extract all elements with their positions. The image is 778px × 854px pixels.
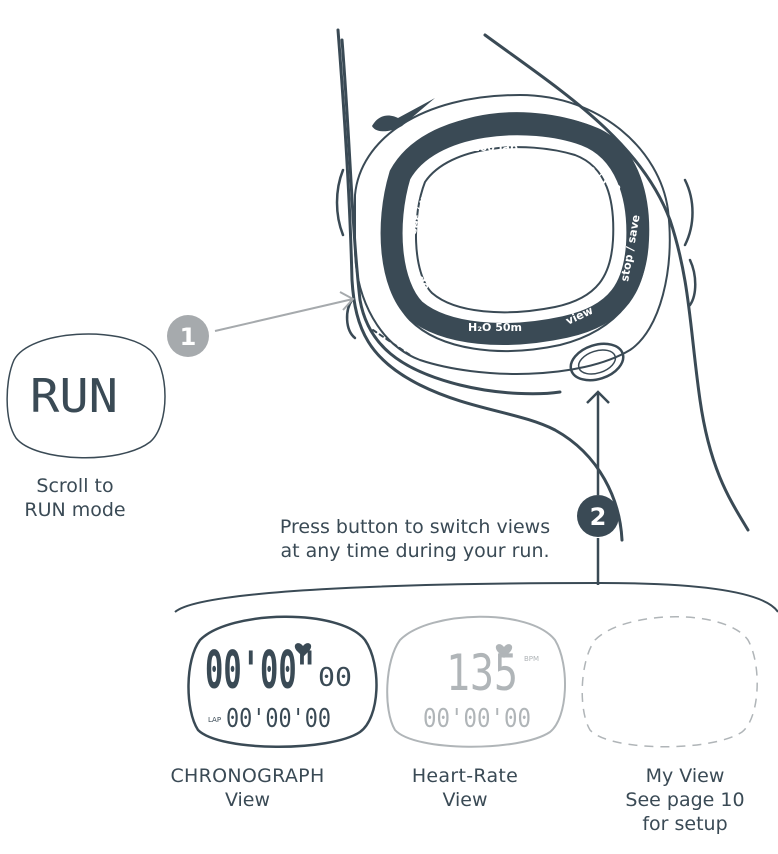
bezel-ring <box>380 113 649 345</box>
bezel-label-lap: 100 lap <box>472 141 518 154</box>
run-display: RUN <box>6 333 166 459</box>
chronograph-caption-title: CHRONOGRAPH <box>170 765 325 787</box>
chronograph-display: 00'00" 00 LAP 00'00'00 <box>187 615 378 748</box>
view-button <box>569 342 625 382</box>
instruction-text: Press button to switch views at any time… <box>230 515 600 563</box>
chrono-main-time: 00'00" <box>205 641 315 701</box>
my-view-caption: My View See page 10 for setup <box>610 764 760 836</box>
heart-icon <box>294 643 312 657</box>
brand-logo <box>372 98 435 132</box>
callout-2-badge <box>577 495 619 537</box>
heart-rate-caption: Heart-Rate View <box>390 764 540 812</box>
bezel-label-water: H₂O 50m <box>468 321 522 334</box>
chrono-hundredths: 00 <box>318 663 352 693</box>
my-view-caption-line2: See page 10 <box>625 789 745 811</box>
heart-icon <box>495 644 513 658</box>
chrono-lap-label: LAP <box>208 716 221 724</box>
scroll-caption: Scroll to RUN mode <box>0 474 150 522</box>
chronograph-caption-subtitle: View <box>224 789 271 811</box>
my-view-caption-title: My View <box>645 765 725 787</box>
hr-bpm-unit: BPM <box>524 655 539 663</box>
my-view-display <box>581 616 758 748</box>
callout-1-arrow <box>214 291 355 332</box>
scroll-caption-line1: Scroll to <box>36 475 114 497</box>
hr-time: 00'00'00 <box>423 704 531 734</box>
callout-2-arrow <box>586 390 610 585</box>
chronograph-caption: CHRONOGRAPH View <box>160 764 335 812</box>
instruction-line2: at any time during your run. <box>280 540 550 562</box>
scroll-caption-line2: RUN mode <box>24 499 126 521</box>
run-display-text: RUN <box>30 369 118 423</box>
heart-rate-caption-title: Heart-Rate <box>411 765 519 787</box>
heart-rate-display: 135 BPM 00'00'00 <box>386 615 567 748</box>
callout-1-badge <box>167 315 209 357</box>
my-view-caption-line3: for setup <box>642 813 728 835</box>
callout-2-number: 2 <box>590 503 607 531</box>
heart-rate-caption-subtitle: View <box>442 789 488 811</box>
hr-bpm-value: 135 <box>446 644 518 702</box>
instruction-line1: Press button to switch views <box>279 516 551 538</box>
chrono-lap-time: 00'00'00 <box>226 704 331 734</box>
callout-1-number: 1 <box>180 323 197 351</box>
views-divider <box>174 581 778 613</box>
